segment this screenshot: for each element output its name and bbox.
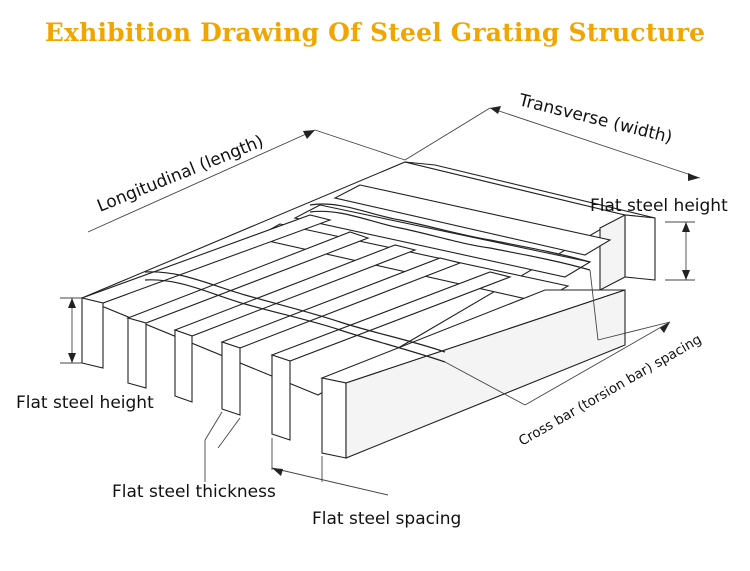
bearing-bar [333, 184, 612, 256]
label-flat-height-right: Flat steel height [590, 196, 728, 216]
crossbar-spacing-dimension [444, 269, 671, 406]
thickness-leader [204, 411, 241, 482]
spacing-dimension [271, 438, 389, 496]
label-transverse: Transverse (width) [516, 90, 674, 148]
transverse-dimension [404, 106, 701, 181]
label-flat-height-left: Flat steel height [16, 393, 154, 413]
diagram-title: Exhibition Drawing Of Steel Grating Stru… [44, 18, 706, 47]
bearing-bar [293, 204, 592, 278]
label-flat-spacing: Flat steel spacing [312, 509, 461, 529]
bearing-bar-front-1 [80, 214, 332, 369]
height-dimension-left [60, 297, 82, 364]
height-dimension-right [665, 221, 695, 281]
cross-bar-front [144, 271, 446, 363]
cross-bar-back [309, 203, 591, 271]
bearing-bar-front-6 [320, 289, 626, 459]
bearing-bar-front-5 [270, 271, 512, 441]
bearing-bar-front-2 [126, 231, 370, 389]
bearing-bars [80, 161, 656, 459]
bearing-bar-front-4 [220, 257, 462, 416]
longitudinal-dimension [87, 129, 406, 233]
label-flat-thickness: Flat steel thickness [112, 482, 276, 502]
cross-bars [144, 203, 591, 363]
label-longitudinal: Longitudinal (length) [94, 132, 266, 217]
bearing-bar-front-3 [173, 244, 417, 403]
